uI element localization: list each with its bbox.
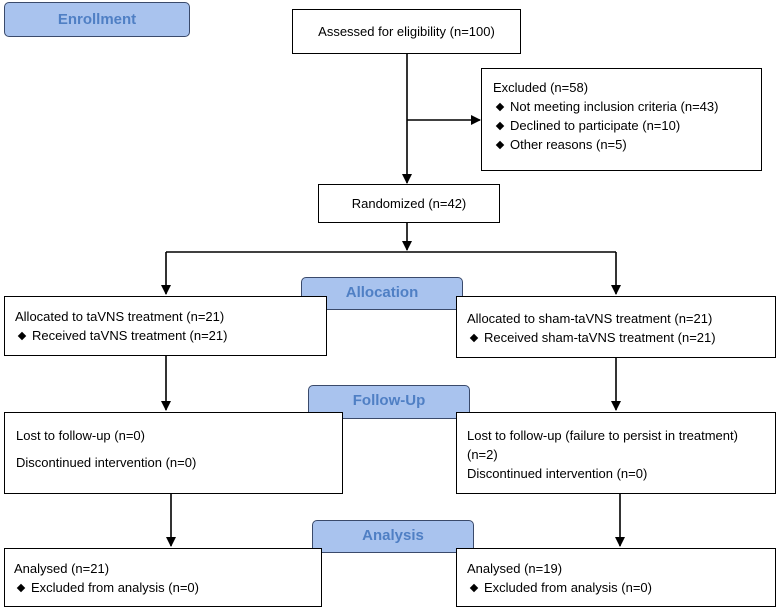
assessed-text: Assessed for eligibility (n=100) — [318, 24, 495, 39]
excluded-title: Excluded (n=58) — [493, 80, 589, 95]
allocation-left-title: Allocated to taVNS treatment (n=21) — [15, 309, 225, 324]
followup-left-box: Lost to follow-up (n=0) Discontinued int… — [4, 412, 343, 494]
bullet-icon — [469, 333, 479, 342]
followup-right-discontinued: Discontinued intervention (n=0) — [467, 466, 648, 481]
phase-allocation: Allocation — [301, 277, 463, 310]
analysis-right-box: Analysed (n=19) Excluded from analysis (… — [456, 548, 776, 607]
bullet-icon — [495, 121, 505, 130]
allocation-left-box: Allocated to taVNS treatment (n=21) Rece… — [4, 296, 327, 356]
randomized-text: Randomized (n=42) — [351, 196, 467, 211]
bullet-icon — [495, 140, 505, 149]
excluded-item: Declined to participate (n=10) — [493, 116, 761, 135]
analysis-left-title: Analysed (n=21) — [14, 561, 110, 576]
followup-right-lost-count: (n=2) — [467, 447, 498, 462]
analysis-right-title: Analysed (n=19) — [467, 561, 563, 576]
allocation-right-title: Allocated to sham-taVNS treatment (n=21) — [467, 311, 713, 326]
followup-right-lost: Lost to follow-up (failure to persist in… — [467, 428, 738, 443]
assessed-box: Assessed for eligibility (n=100) — [292, 9, 521, 54]
bullet-icon — [17, 331, 27, 340]
followup-left-lost: Lost to follow-up (n=0) — [16, 428, 145, 443]
excluded-box: Excluded (n=58) Not meeting inclusion cr… — [481, 68, 762, 171]
analysis-left-box: Analysed (n=21) Excluded from analysis (… — [4, 548, 322, 607]
allocation-left-item: Received taVNS treatment (n=21) — [15, 326, 326, 345]
bullet-icon — [495, 102, 505, 111]
followup-right-box: Lost to follow-up (failure to persist in… — [456, 412, 776, 494]
bullet-icon — [16, 583, 26, 592]
phase-enrollment: Enrollment — [4, 2, 190, 37]
excluded-item: Not meeting inclusion criteria (n=43) — [493, 97, 761, 116]
randomized-box: Randomized (n=42) — [318, 184, 500, 223]
allocation-right-box: Allocated to sham-taVNS treatment (n=21)… — [456, 296, 776, 358]
bullet-icon — [469, 583, 479, 592]
followup-left-discontinued: Discontinued intervention (n=0) — [16, 455, 197, 470]
analysis-left-item: Excluded from analysis (n=0) — [14, 578, 321, 597]
phase-analysis: Analysis — [312, 520, 474, 553]
allocation-right-item: Received sham-taVNS treatment (n=21) — [467, 328, 775, 347]
excluded-item: Other reasons (n=5) — [493, 135, 761, 154]
analysis-right-item: Excluded from analysis (n=0) — [467, 578, 775, 597]
